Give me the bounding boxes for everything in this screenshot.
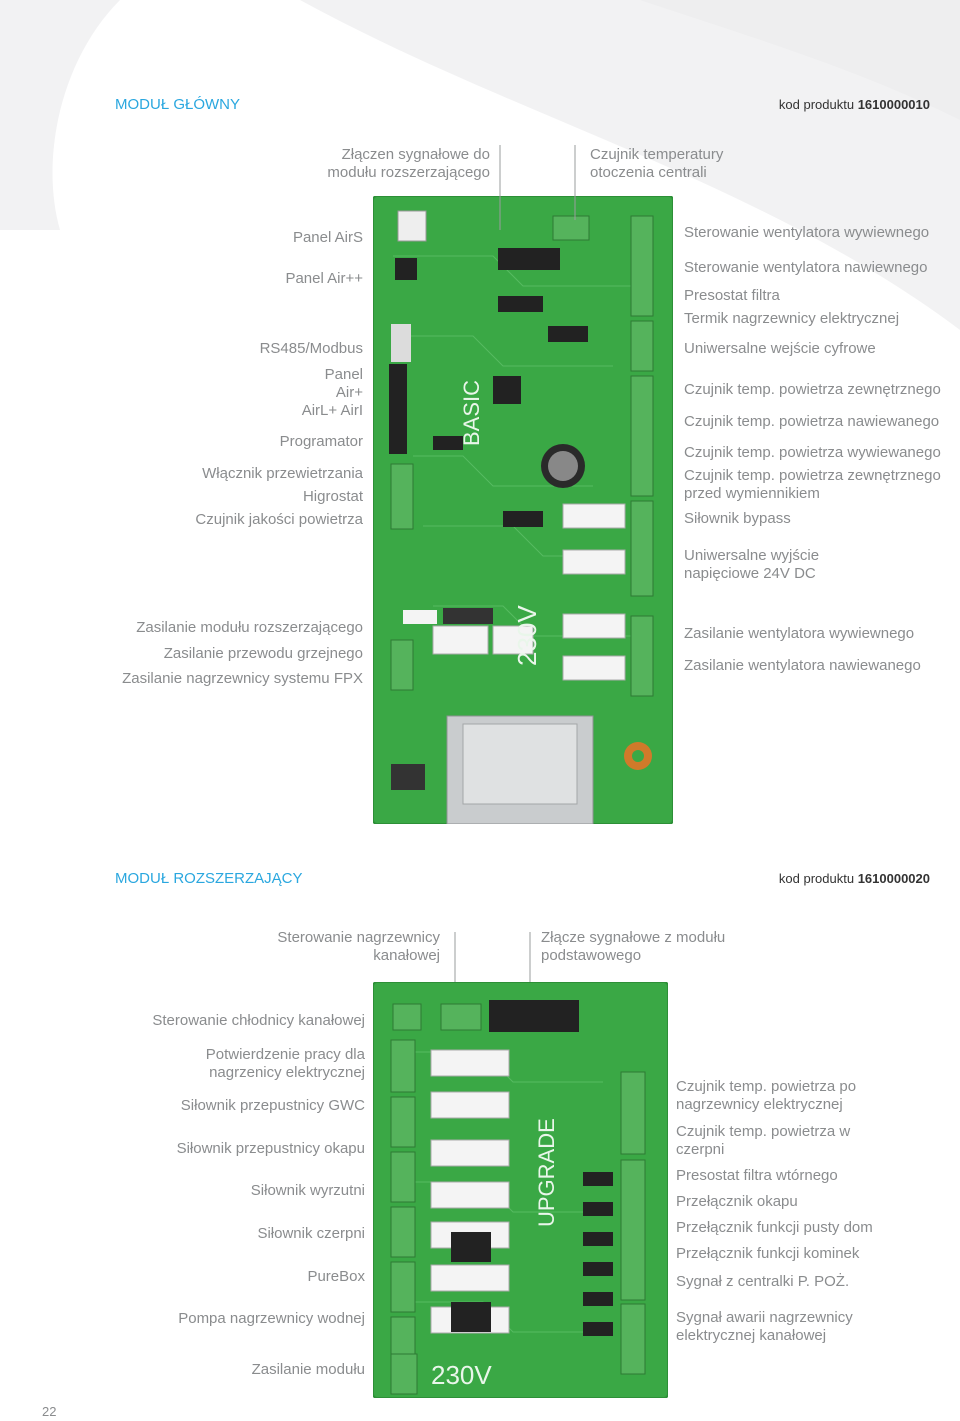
- m2-right-label: Presostat filtra wtórnego: [676, 1167, 838, 1184]
- m1-left-label: Programator: [279, 433, 363, 450]
- board-label-230v: 230V: [431, 1360, 492, 1390]
- m1-right-label: Presostat filtra: [684, 287, 780, 304]
- module1-product-code: kod produktu 1610000010: [778, 97, 930, 112]
- m2-left-label: Siłownik przepustnicy okapu: [176, 1140, 365, 1157]
- m2-right-label: Czujnik temp. powietrza w czerpni: [676, 1123, 851, 1158]
- m1-right-label: Uniwersalne wyjście napięciowe 24V DC: [684, 547, 820, 582]
- m1-top-label-left: Złączen sygnałowe do modułu rozszerzając…: [327, 146, 490, 181]
- m1-left-label: Panel Air+ AirL+ AirI: [301, 366, 363, 419]
- m1-callout-lines: [499, 145, 576, 230]
- m2-left-label: Zasilanie modułu: [251, 1361, 365, 1378]
- m1-right-label: Termik nagrzewnicy elektrycznej: [684, 310, 900, 327]
- m1-right-label: Zasilanie wentylatora nawiewanego: [684, 657, 921, 674]
- m1-right-label: Uniwersalne wejście cyfrowe: [684, 340, 876, 357]
- m2-left-label: PureBox: [307, 1268, 365, 1285]
- m2-right-label: Przełącznik funkcji kominek: [676, 1245, 860, 1262]
- m2-top-label-left: Sterowanie nagrzewnicy kanałowej: [277, 929, 440, 964]
- m2-right-label: Przełącznik okapu: [676, 1193, 798, 1210]
- m1-left-label: RS485/Modbus: [259, 340, 363, 357]
- module2-title: MODUŁ ROZSZERZAJĄCY: [115, 870, 303, 887]
- m1-left-label: Higrostat: [302, 488, 363, 505]
- m1-left-label: Panel AirS: [292, 229, 363, 246]
- m1-right-label: Czujnik temp. powietrza wywiewanego: [684, 444, 941, 461]
- m1-left-label: Czujnik jakości powietrza: [195, 511, 363, 528]
- m2-right-label: Sygnał z centralki P. POŻ.: [676, 1273, 850, 1290]
- m1-right-label: Sterowanie wentylatora wywiewnego: [684, 224, 930, 241]
- m1-left-label: Panel Air++: [285, 270, 363, 287]
- m1-top-label-right: Czujnik temperatury otoczenia centrali: [590, 146, 724, 181]
- m2-right-label: Czujnik temp. powietrza po nagrzewnicy e…: [676, 1078, 857, 1113]
- m2-left-label: Siłownik czerpni: [257, 1225, 365, 1242]
- m1-right-label: Czujnik temp. powietrza nawiewanego: [684, 413, 940, 430]
- module1-title: MODUŁ GŁÓWNY: [115, 96, 241, 113]
- m1-right-label: Siłownik bypass: [684, 510, 791, 527]
- m2-right-label: Sygnał awarii nagrzewnicy elektrycznej k…: [676, 1309, 853, 1344]
- extension-module-board: UPGRADE 230V: [373, 982, 668, 1398]
- m1-right-label: Zasilanie wentylatora wywiewnego: [684, 625, 915, 642]
- m2-left-label: Sterowanie chłodnicy kanałowej: [152, 1012, 365, 1029]
- m2-left-label: Siłownik wyrzutni: [250, 1182, 365, 1199]
- module2-product-code: kod produktu 1610000020: [778, 871, 930, 886]
- m2-right-label: Przełącznik funkcji pusty dom: [676, 1219, 873, 1236]
- board-label-basic: BASIC: [459, 380, 484, 446]
- m1-right-label: Sterowanie wentylatora nawiewnego: [684, 259, 928, 276]
- m1-left-label: Zasilanie modułu rozszerzającego: [136, 619, 363, 636]
- m2-left-label: Potwierdzenie pracy dla nagrzenicy elekt…: [205, 1046, 365, 1081]
- m1-left-label: Zasilanie nagrzewnicy systemu FPX: [122, 670, 363, 687]
- m1-right-label: Czujnik temp. powietrza zewnętrznego prz…: [684, 467, 941, 502]
- m2-top-label-right: Złącze sygnałowe z modułu podstawowego: [541, 929, 726, 964]
- board-label-230v: 230V: [512, 605, 542, 666]
- m1-right-label: Czujnik temp. powietrza zewnętrznego: [684, 381, 941, 398]
- m1-left-label: Włącznik przewietrzania: [202, 465, 363, 482]
- m1-left-label: Zasilanie przewodu grzejnego: [163, 645, 363, 662]
- board-label-upgrade: UPGRADE: [534, 1118, 559, 1227]
- page-number: 22: [42, 1404, 57, 1419]
- m2-left-label: Pompa nagrzewnicy wodnej: [178, 1310, 365, 1327]
- main-module-board: BASIC 230V: [373, 196, 673, 824]
- m2-left-label: Siłownik przepustnicy GWC: [180, 1097, 365, 1114]
